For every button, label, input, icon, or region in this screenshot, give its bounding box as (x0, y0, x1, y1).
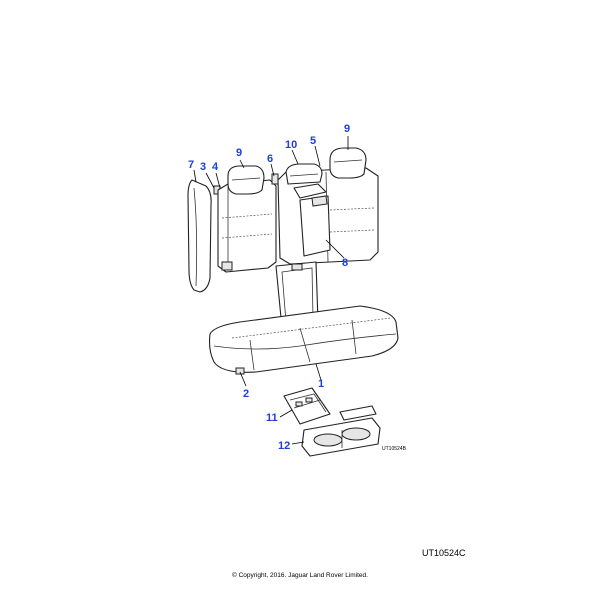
reference-code: UT10524C (422, 548, 466, 558)
centre-headrest (285, 163, 323, 185)
callout-2: 2 (243, 388, 249, 400)
leader-lines (193, 136, 349, 445)
copyright-notice: © Copyright, 2016. Jaguar Land Rover Lim… (232, 572, 368, 579)
centre-bracket (271, 173, 279, 185)
drawing-code: UT10524B (382, 446, 407, 452)
left-headrest (227, 165, 265, 195)
callout-9-right: 9 (344, 123, 350, 135)
right-headrest (329, 147, 367, 179)
callout-9-left: 9 (236, 147, 242, 159)
cup-holder-mechanism (283, 387, 331, 425)
seat-cushion (208, 305, 399, 373)
callout-5: 5 (310, 135, 316, 147)
side-bolster-panel (187, 179, 212, 293)
callouts: 7 3 4 9 6 10 5 9 8 1 2 11 12 (188, 123, 350, 452)
callout-4: 4 (212, 161, 219, 173)
callout-3: 3 (200, 161, 206, 173)
cushion-clip (235, 367, 245, 375)
callout-6: 6 (267, 153, 273, 165)
cup-holder-bezel (301, 405, 381, 457)
callout-12: 12 (278, 440, 290, 452)
callout-11: 11 (266, 412, 278, 424)
callout-10: 10 (285, 139, 297, 151)
callout-1: 1 (318, 378, 324, 390)
callout-8: 8 (342, 257, 348, 269)
armrest (293, 183, 331, 257)
callout-7: 7 (188, 159, 194, 171)
